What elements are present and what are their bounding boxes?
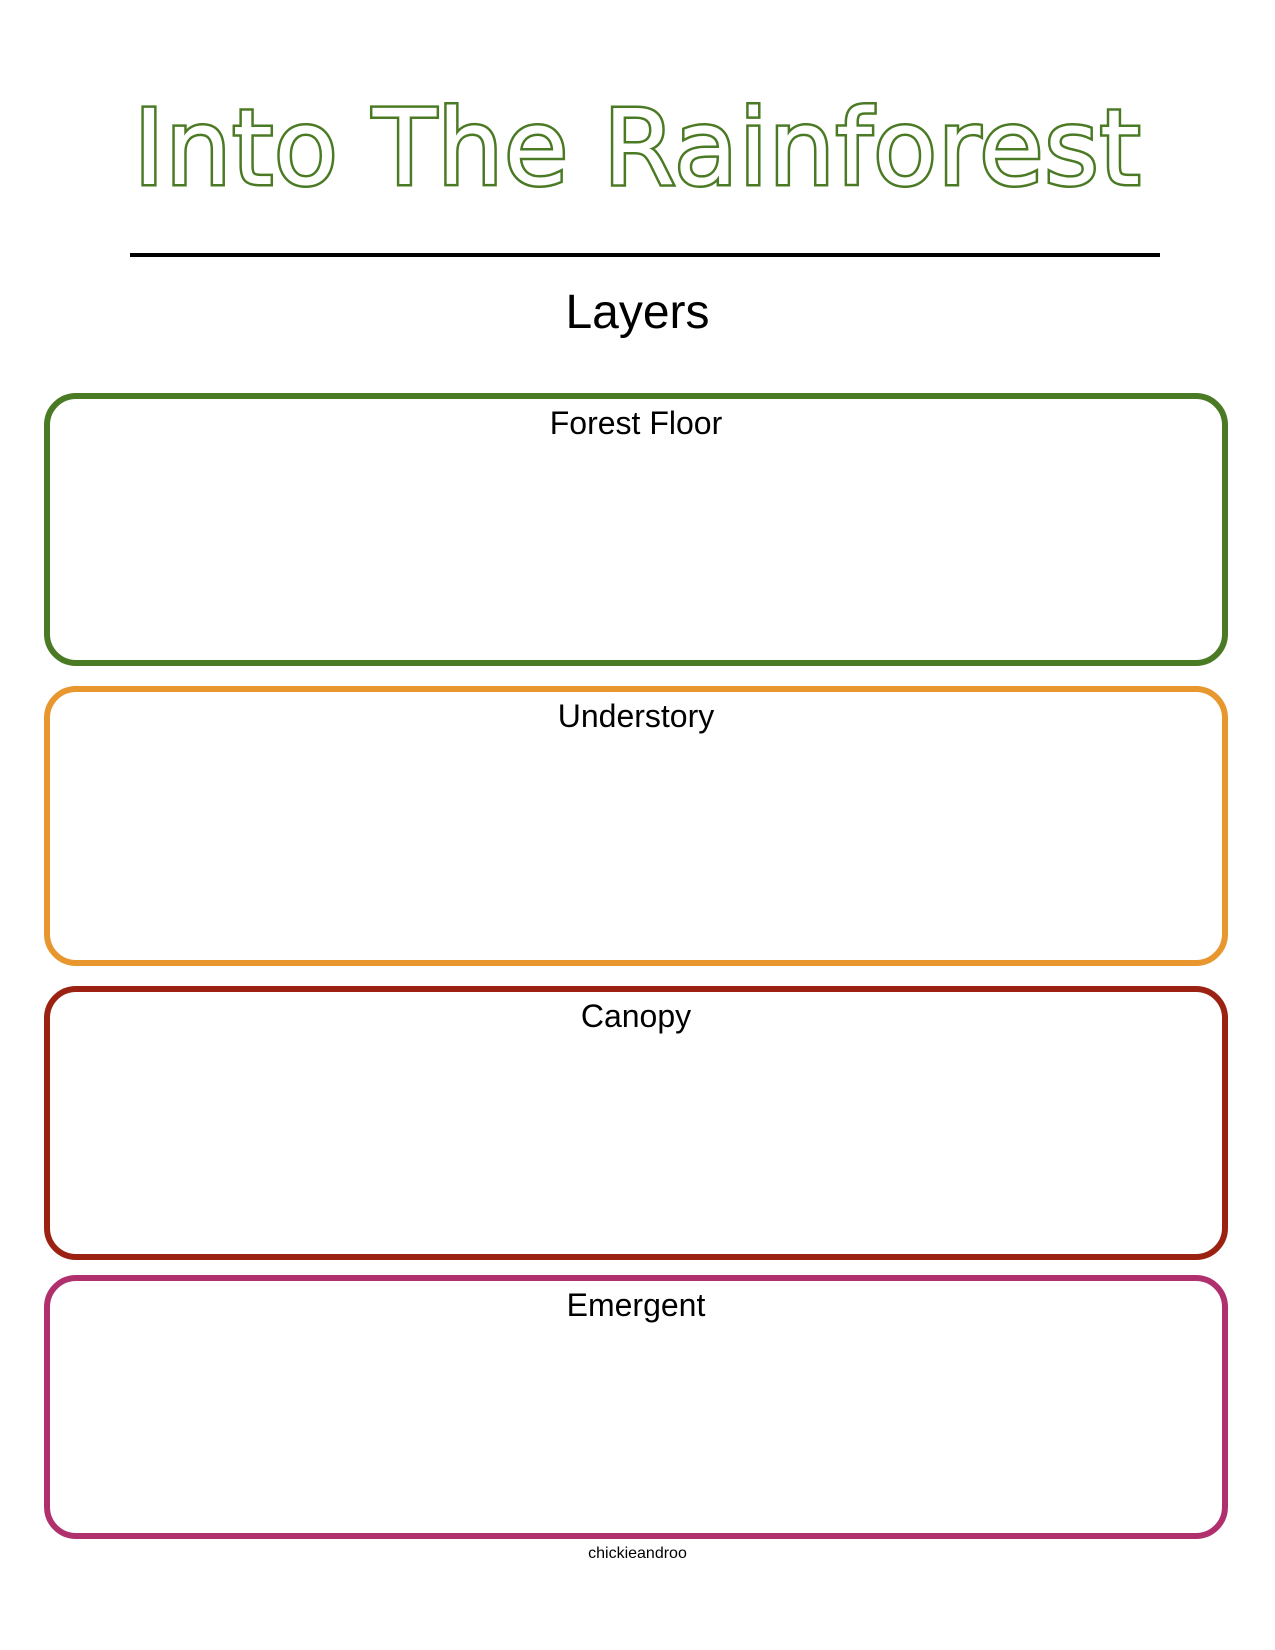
layer-label: Canopy [580, 998, 692, 1034]
layer-box-canopy[interactable]: Canopy [44, 986, 1228, 1260]
section-heading: Layers [565, 286, 710, 339]
layer-box-understory[interactable]: Understory [44, 686, 1228, 966]
layer-label: Understory [557, 698, 715, 734]
page-title: Into The Rainforest [131, 86, 1143, 211]
layer-box-forest-floor[interactable]: Forest Floor [44, 393, 1228, 666]
layer-label: Forest Floor [549, 405, 723, 441]
credit-text: chickieandroo [588, 1545, 687, 1562]
title-divider [130, 253, 1160, 257]
layer-box-emergent[interactable]: Emergent [44, 1275, 1228, 1539]
layer-label: Emergent [566, 1287, 706, 1323]
